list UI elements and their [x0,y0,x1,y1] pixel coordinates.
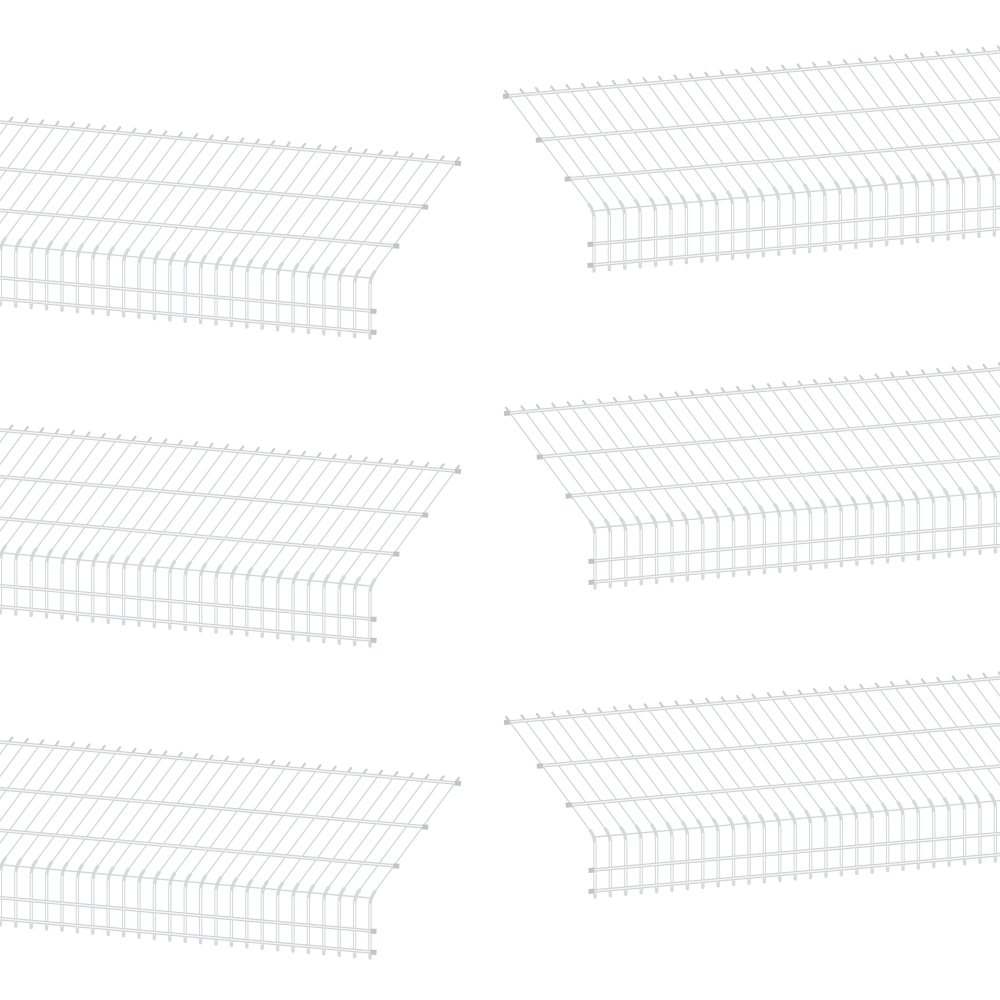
wire-shelf-3-right [504,646,1000,897]
wire-shelf-2-right [504,337,1000,588]
wire-shelf-3-left [0,707,461,958]
wire-shelf-1-left [0,87,461,338]
wire-shelf-1-right [503,20,1000,271]
wire-shelf-2-left [0,395,461,646]
shelf-instances [0,20,1000,958]
